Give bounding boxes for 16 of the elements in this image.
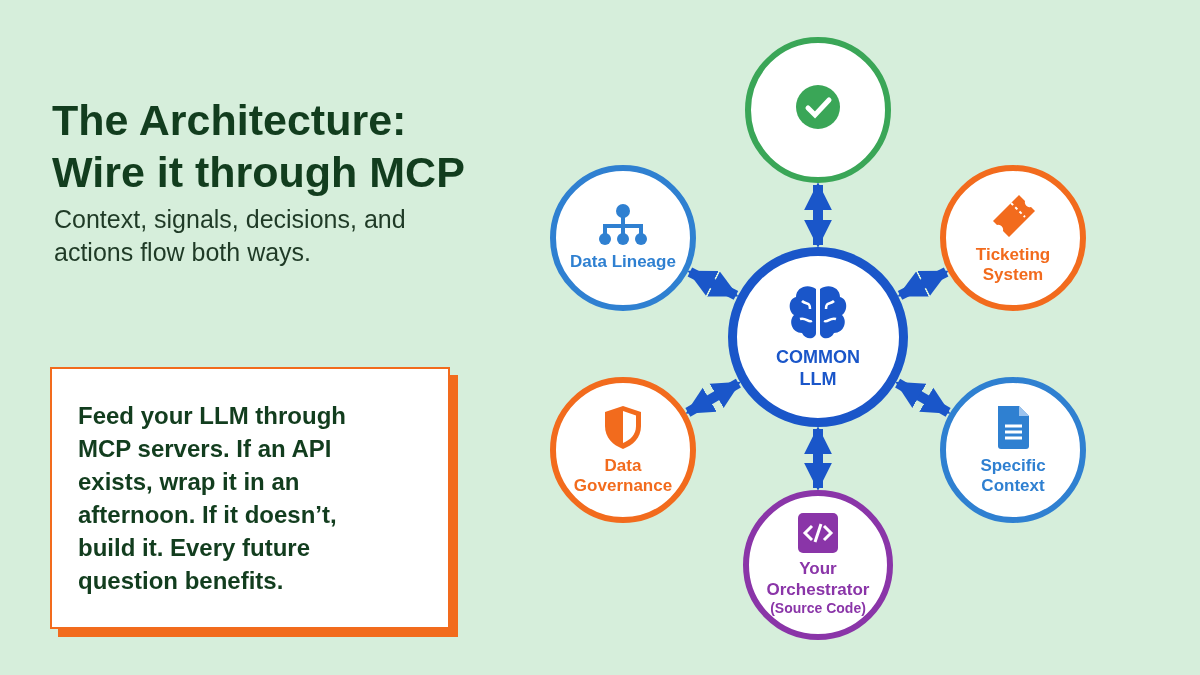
double-arrow [804, 182, 832, 248]
node-label: Your Orchestrator [765, 559, 871, 600]
node-label: Specific Context [979, 455, 1047, 497]
double-arrow [685, 378, 741, 417]
subtitle: Context, signals, decisions, and actions flow both ways. [54, 204, 407, 268]
node-label: COMMON LLM [775, 347, 861, 391]
node-label: Feed your LLM through MCP servers. If an API exists, wrap it in an afternoon. If it doesn’t, build it. Every future question benefits. [78, 400, 347, 597]
node-label: Data Governance [572, 455, 674, 497]
node-label: Ticketing System [974, 244, 1052, 286]
double-arrow [897, 267, 949, 300]
node-label: Data Lineage [570, 251, 676, 273]
double-arrow [804, 426, 832, 491]
double-arrow [895, 378, 951, 417]
node-sublabel: (Source Code) [770, 600, 866, 617]
title: The Architecture: Wire it through MCP [52, 95, 466, 198]
double-arrow [687, 267, 739, 300]
